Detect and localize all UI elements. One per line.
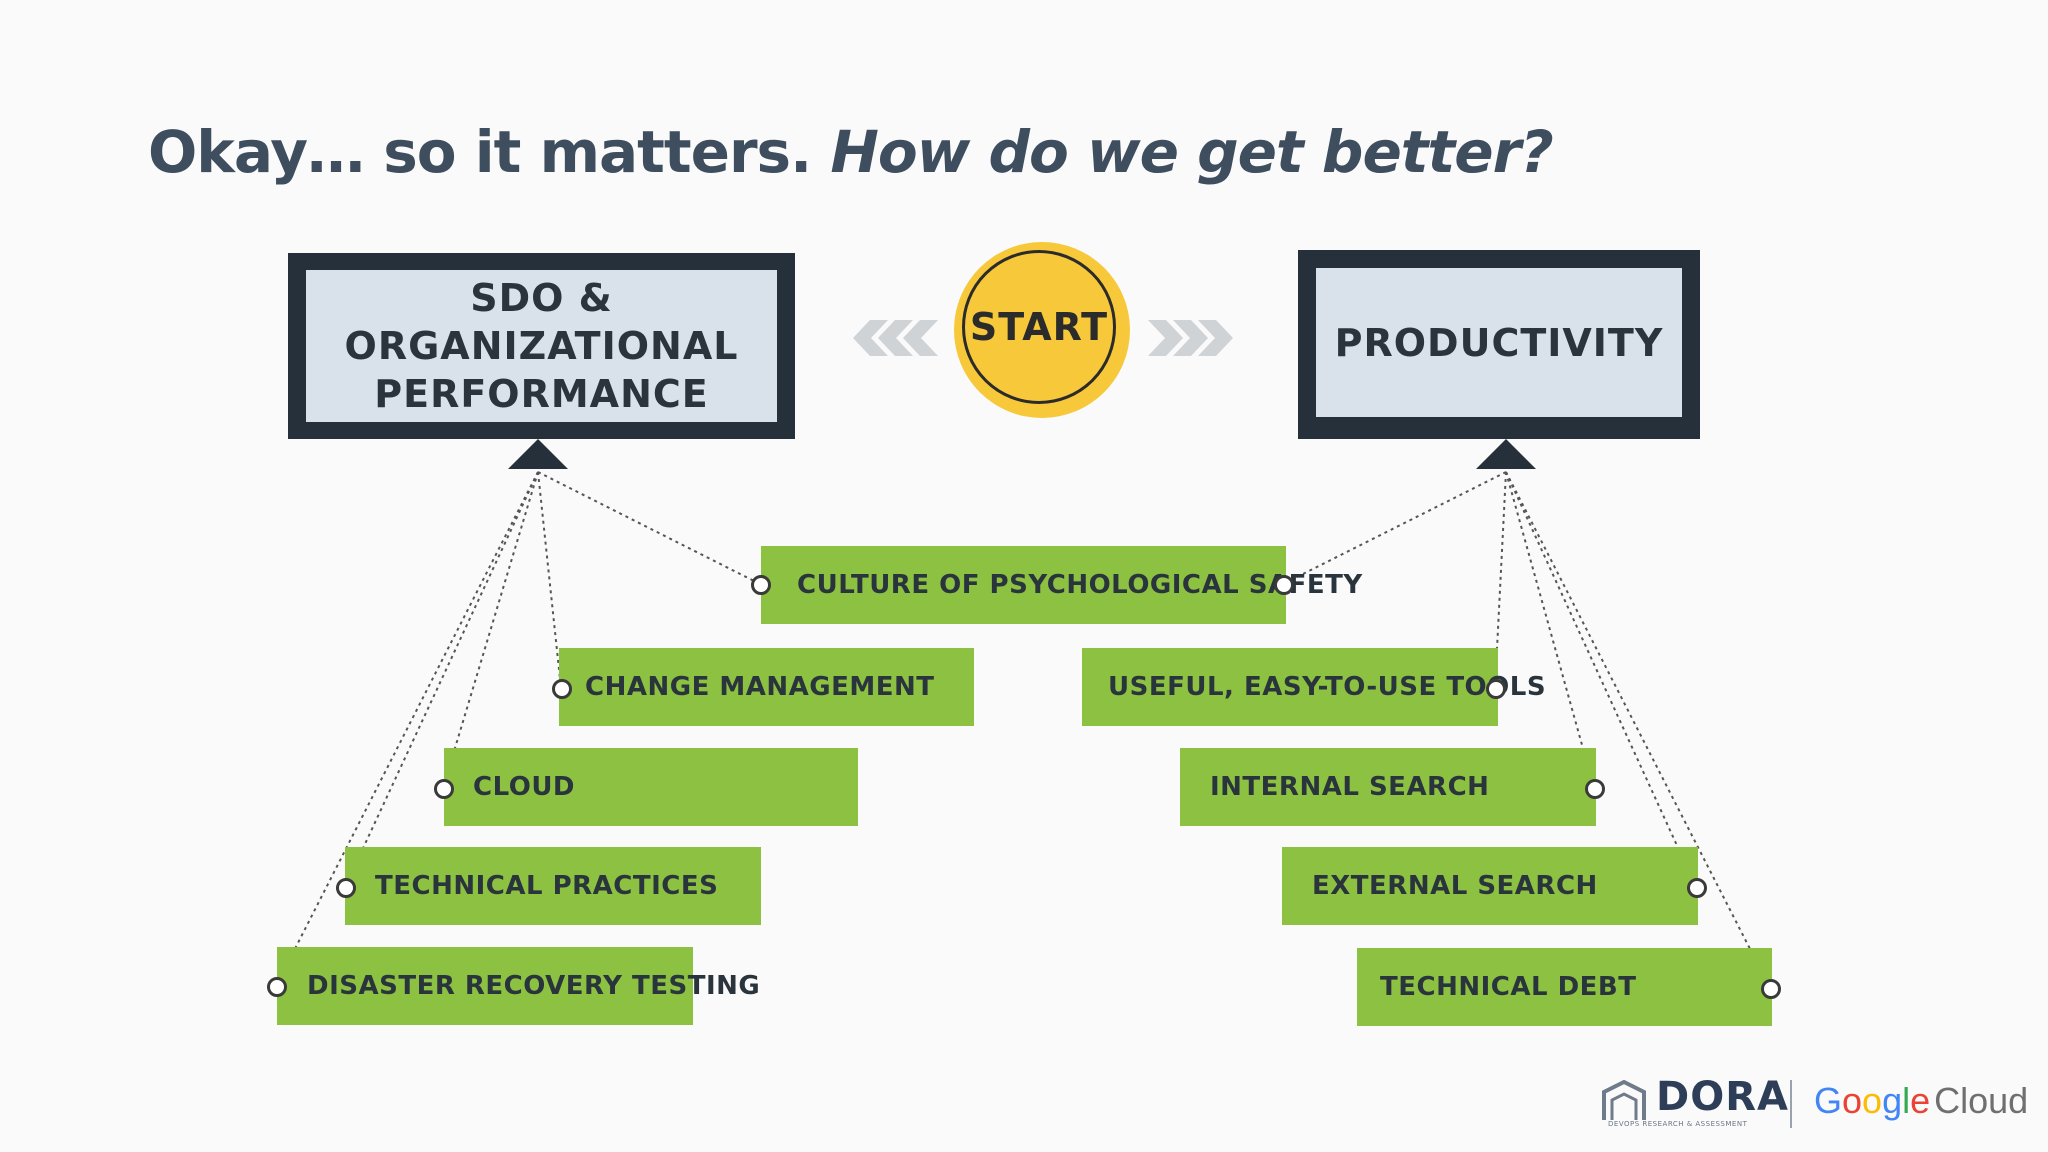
- start-label: START: [969, 305, 1109, 349]
- dora-tagline: DEVOPS RESEARCH & ASSESSMENT: [1608, 1120, 1748, 1128]
- capability-label: CULTURE OF PSYCHOLOGICAL SAFETY: [797, 570, 1363, 600]
- capability-technical-practices: TECHNICAL PRACTICES: [345, 847, 761, 925]
- cloud-wordmark: Cloud: [1934, 1080, 2029, 1121]
- dora-house-icon: [1602, 1079, 1646, 1120]
- capability-label: EXTERNAL SEARCH: [1312, 871, 1598, 901]
- capability-label: CHANGE MANAGEMENT: [585, 672, 935, 702]
- sdo-performance-box: SDO & ORGANIZATIONAL PERFORMANCE: [288, 253, 795, 439]
- capability-label: DISASTER RECOVERY TESTING: [307, 971, 761, 1001]
- google-letter: o: [1842, 1080, 1863, 1121]
- title-question: How do we get better?: [830, 118, 1553, 186]
- left-chevrons: [853, 320, 938, 356]
- capability-label: CLOUD: [473, 772, 576, 802]
- title-main: Okay… so it matters.: [148, 118, 812, 186]
- google-letter: g: [1882, 1080, 1903, 1121]
- capability-culture-of-psychological-safety: CULTURE OF PSYCHOLOGICAL SAFETY: [761, 546, 1362, 624]
- google-letter: l: [1902, 1080, 1911, 1121]
- productivity-label: PRODUCTIVITY: [1316, 268, 1682, 417]
- connector-dot: [1486, 679, 1506, 699]
- capability-label: TECHNICAL PRACTICES: [375, 871, 719, 901]
- capability-external-search: EXTERNAL SEARCH: [1282, 847, 1698, 925]
- capability-disaster-recovery-testing: DISASTER RECOVERY TESTING: [277, 947, 760, 1025]
- slide-title: Okay… so it matters. How do we get bette…: [148, 118, 1554, 186]
- capability-label: INTERNAL SEARCH: [1210, 772, 1490, 802]
- sdo-performance-label: SDO & ORGANIZATIONAL PERFORMANCE: [306, 270, 777, 422]
- connector-dot: [434, 779, 454, 799]
- capability-useful-easy-to-use-tools: USEFUL, EASY-TO-USE TOOLS: [1082, 648, 1546, 726]
- connector-dot: [1687, 878, 1707, 898]
- connector-dot: [751, 575, 771, 595]
- google-letter: e: [1910, 1080, 1931, 1121]
- connector-dot: [1274, 575, 1294, 595]
- right-arrowhead: [1476, 439, 1536, 469]
- google-wordmark: Google: [1814, 1080, 1930, 1121]
- capability-label: TECHNICAL DEBT: [1380, 972, 1637, 1002]
- left-arrowhead: [508, 439, 568, 469]
- right-chevrons: [1148, 320, 1233, 356]
- connector-dot: [1585, 779, 1605, 799]
- connector-dot: [336, 878, 356, 898]
- google-letter: G: [1814, 1080, 1843, 1121]
- start-badge: START: [954, 242, 1130, 418]
- capability-technical-debt: TECHNICAL DEBT: [1357, 948, 1772, 1026]
- connector-dot: [552, 679, 572, 699]
- logo-divider: [1790, 1080, 1792, 1128]
- dora-wordmark: DORA: [1656, 1074, 1789, 1120]
- connector-dot: [1761, 979, 1781, 999]
- capability-cloud: CLOUD: [444, 748, 858, 826]
- google-letter: o: [1862, 1080, 1883, 1121]
- connector-dot: [267, 977, 287, 997]
- capability-internal-search: INTERNAL SEARCH: [1180, 748, 1596, 826]
- start-ring: START: [962, 250, 1116, 404]
- capability-change-management: CHANGE MANAGEMENT: [559, 648, 974, 726]
- capability-label: USEFUL, EASY-TO-USE TOOLS: [1108, 672, 1547, 702]
- productivity-box: PRODUCTIVITY: [1298, 250, 1700, 439]
